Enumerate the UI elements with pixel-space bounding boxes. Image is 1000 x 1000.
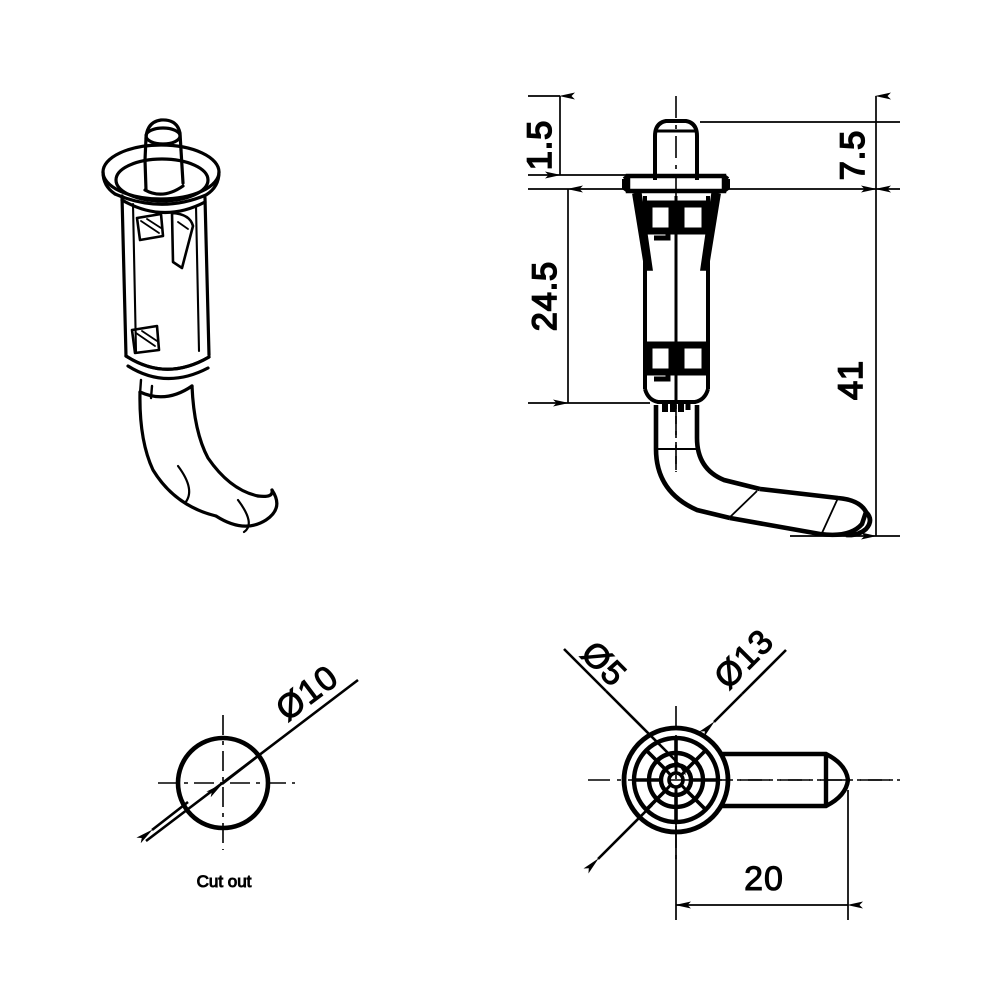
pin-diameter-leader (563, 648, 691, 874)
cut-out-detail-view: Ø10 Cut out (136, 657, 359, 892)
front-underside-nubs (662, 402, 691, 412)
isometric-view (101, 118, 279, 534)
cutout-circle (175, 735, 271, 831)
iso-bent-leg (138, 384, 279, 534)
front-pin-head (653, 119, 699, 180)
dimension-20-label: 20 (744, 860, 784, 898)
flange-diameter-leader (699, 649, 787, 737)
iso-lower-barb (130, 324, 161, 355)
dimension-24-5-label: 24.5 (526, 261, 564, 331)
dimension-1-5-label: 1.5 (521, 120, 559, 170)
flange-diameter-label: Ø13 (707, 622, 781, 696)
iso-flange (101, 143, 221, 206)
cut-out-caption: Cut out (197, 872, 252, 891)
cutout-diameter-leader (136, 678, 359, 844)
front-upper-barbs (645, 200, 709, 241)
iso-body (120, 194, 211, 371)
dimension-41-label: 41 (832, 360, 870, 400)
front-bent-leg (653, 405, 873, 538)
dimension-20 (675, 790, 863, 920)
pin-diameter-label: Ø5 (574, 634, 634, 694)
front-flange (622, 173, 730, 194)
iso-pin-head (143, 118, 183, 162)
front-view-dimensions: 1.5 24.5 7.5 41 (520, 92, 900, 540)
front-lower-barbs (645, 341, 709, 382)
iso-pin-shank (143, 148, 185, 196)
iso-upper-barb (135, 211, 195, 270)
bottom-plan-view: Ø5 Ø13 20 (563, 622, 900, 920)
dimension-7-5-label: 7.5 (834, 130, 872, 180)
